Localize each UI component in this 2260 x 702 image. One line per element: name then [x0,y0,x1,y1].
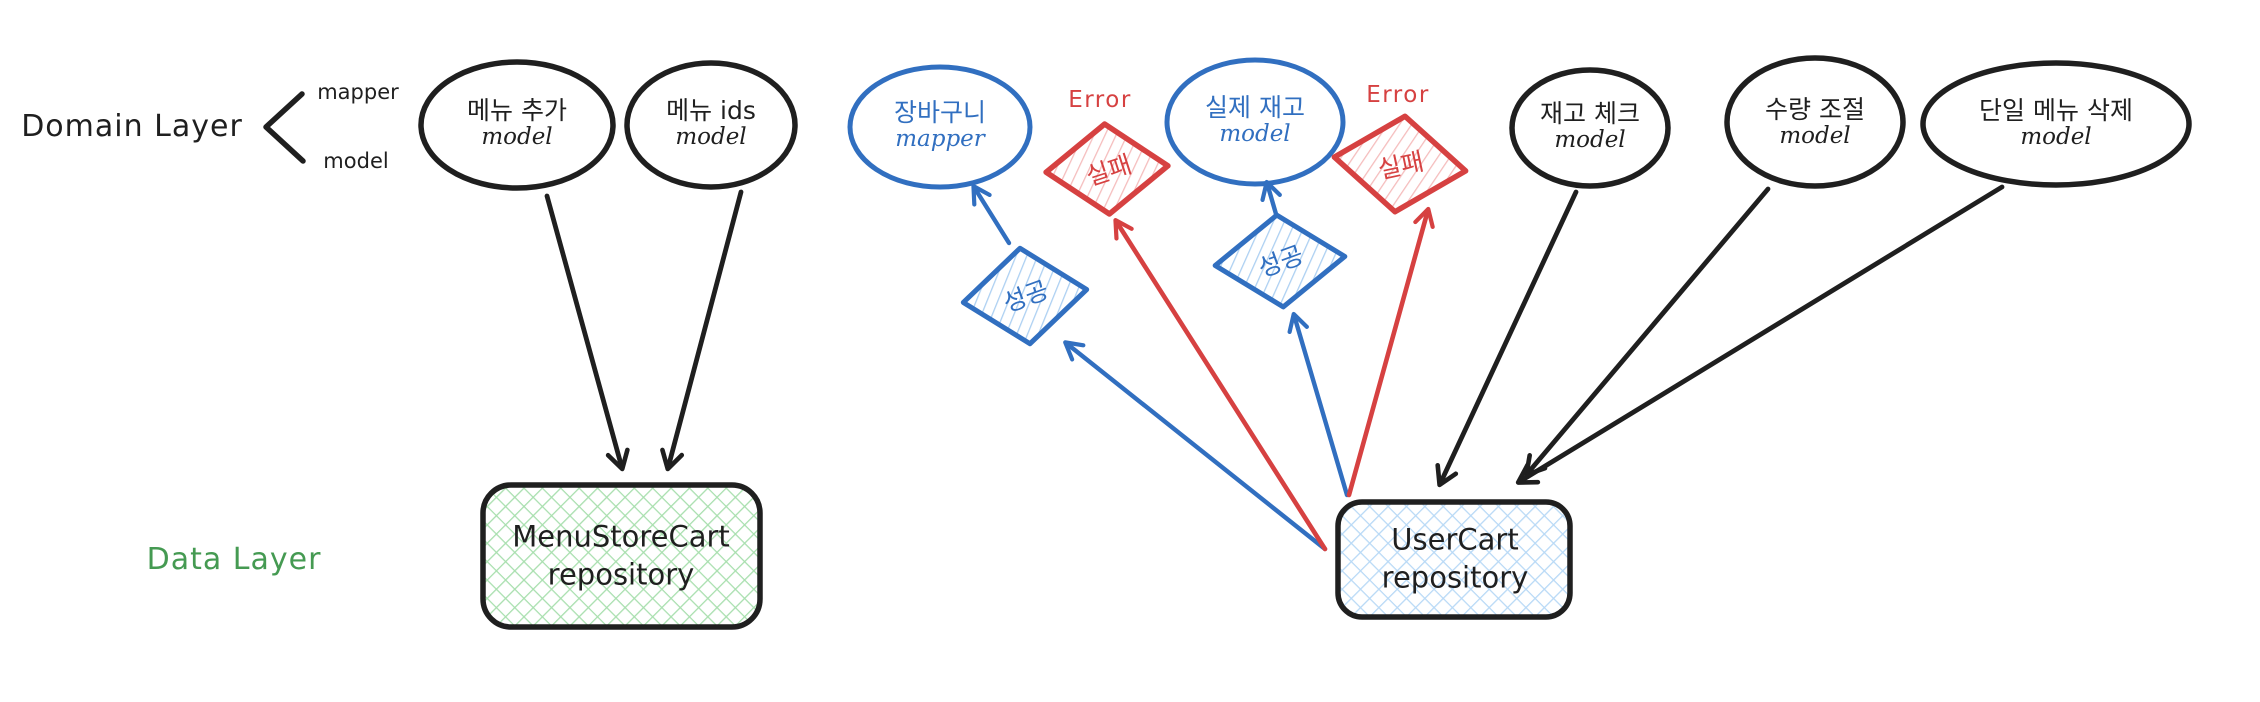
ellipse-label-actual-stock: 실제 재고 model [1205,94,1305,148]
diamond-success-1 [960,245,1090,347]
ellipse-label-stock-check: 재고 체크 model [1540,100,1640,154]
box-menu-store-cart-repository [480,482,763,630]
arrow-stock-check-to-usercart [1435,189,1579,488]
ellipse-menu-add-line2: model [481,124,553,151]
arrow-single-menu-delete-to-usercart [1515,184,2005,485]
ellipse-stock-check-line2: model [1554,127,1626,154]
menu-store-cart-line1: MenuStoreCart [512,519,730,554]
arrow-success-1-to-cart-mapper [971,184,1012,246]
arrow-menu-ids-to-menustorecart [660,189,744,472]
ellipse-cart-mapper-line1: 장바구니 [893,98,987,128]
user-cart-repository-label: UserCart repository [1382,521,1529,596]
diamond-failure-1 [1043,121,1171,217]
ellipse-menu-add-line1: 메뉴 추가 [467,96,567,126]
ellipse-label-menu-ids: 메뉴 ids model [666,97,756,151]
domain-layer-branch-mapper: mapper [317,80,399,105]
arrow-menu-add-to-menustorecart [544,193,630,472]
domain-layer-label: Domain Layer [21,109,243,145]
ellipse-menu-ids-model [624,60,798,190]
user-cart-line1: UserCart [1391,522,1519,557]
ellipse-single-menu-delete-line2: model [2020,124,2092,151]
diamond-failure-2 [1331,113,1469,215]
arrow-usercart-to-failure-1 [1113,218,1328,552]
red-arrows [1113,206,1435,552]
arrow-usercart-to-failure-2 [1346,206,1435,498]
data-layer-label: Data Layer [146,542,322,578]
menu-store-cart-line2: repository [547,557,695,591]
error-label-1: Error [1068,87,1132,114]
ellipse-single-menu-delete-line1: 단일 메뉴 삭제 [1979,96,2133,126]
domain-layer-bracket [263,91,306,164]
error-label-2: Error [1366,82,1430,109]
ellipse-menu-ids-line2: model [675,124,747,151]
user-cart-line2: repository [1381,560,1529,594]
blue-arrows [971,179,1350,552]
ellipse-label-cart-mapper: 장바구니 mapper [894,99,986,153]
diamond-success-2 [1212,212,1348,310]
ellipse-actual-stock-line2: model [1219,121,1291,148]
ellipse-cart-mapper [847,64,1033,190]
ellipse-label-menu-add: 메뉴 추가 model [467,97,567,151]
ellipse-label-single-menu-delete: 단일 메뉴 삭제 model [1979,97,2133,151]
ellipse-stock-check-line1: 재고 체크 [1540,99,1640,129]
ellipse-quantity-adjust-line1: 수량 조절 [1765,95,1865,125]
box-user-cart-repository [1335,499,1573,620]
domain-layer-branch-model: model [323,149,389,174]
arrow-quantity-adjust-to-usercart [1524,186,1771,478]
arrow-usercart-to-success-2 [1287,311,1350,498]
ellipse-quantity-adjust-line2: model [1779,123,1851,150]
arrow-success-2-to-actual-stock [1260,179,1282,217]
black-arrows [544,184,2005,488]
ellipse-quantity-adjust-model [1724,55,1906,189]
ellipse-menu-ids-line1: 메뉴 ids [666,96,756,126]
ellipse-stock-check-model [1509,67,1671,189]
arrow-usercart-to-success-1 [1063,340,1328,552]
ellipse-actual-stock-line1: 실제 재고 [1205,93,1305,123]
ellipse-actual-stock-model [1164,57,1346,187]
menu-store-cart-repository-label: MenuStoreCart repository [512,518,730,593]
ellipse-cart-mapper-line2: mapper [895,126,985,153]
ellipse-menu-add-model [418,59,616,191]
ellipse-label-quantity-adjust: 수량 조절 model [1765,96,1865,150]
ellipse-single-menu-delete-model [1920,60,2192,188]
